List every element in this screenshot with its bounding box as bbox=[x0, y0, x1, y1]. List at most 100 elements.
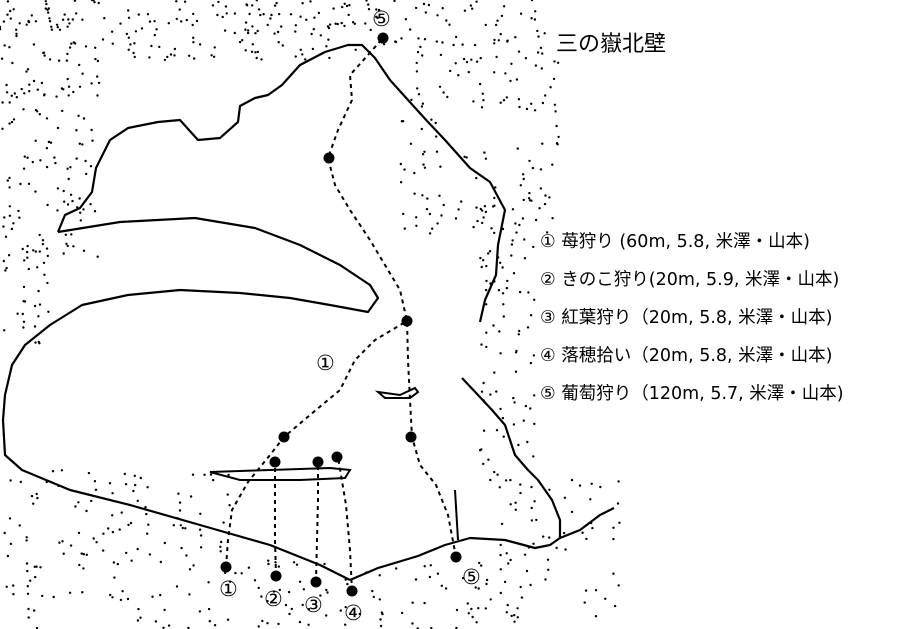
stipple-dot bbox=[234, 571, 237, 575]
stipple-dot bbox=[85, 553, 89, 556]
stipple-dot bbox=[191, 473, 195, 476]
stipple-dot bbox=[277, 622, 280, 626]
stipple-dot bbox=[257, 625, 260, 628]
stipple-dot bbox=[254, 32, 257, 35]
stipple-dot bbox=[328, 23, 332, 26]
stipple-dot bbox=[539, 168, 543, 171]
stipple-dot bbox=[145, 512, 148, 516]
stipple-dot bbox=[34, 139, 37, 142]
stipple-dot bbox=[78, 563, 81, 567]
stipple-dot bbox=[475, 621, 478, 624]
stipple-dot bbox=[15, 96, 18, 99]
belay-point bbox=[270, 570, 282, 582]
stipple-dot bbox=[299, 48, 302, 51]
stipple-dot bbox=[6, 0, 10, 3]
stipple-dot bbox=[151, 595, 154, 598]
stipple-dot bbox=[495, 390, 498, 393]
stipple-dot bbox=[64, 233, 68, 236]
stipple-dot bbox=[69, 166, 72, 169]
stipple-dot bbox=[245, 3, 249, 7]
stipple-dot bbox=[217, 0, 220, 4]
stipple-dot bbox=[462, 57, 466, 61]
stipple-dot bbox=[457, 74, 460, 77]
stipple-dot bbox=[312, 28, 315, 31]
stipple-dot bbox=[541, 142, 544, 145]
stipple-dot bbox=[525, 569, 529, 573]
stipple-dot bbox=[493, 38, 496, 42]
stipple-dot bbox=[267, 559, 270, 562]
stipple-dot bbox=[72, 90, 75, 94]
stipple-dot bbox=[612, 572, 615, 575]
stipple-dot bbox=[247, 29, 250, 32]
stipple-dot bbox=[280, 25, 283, 28]
stipple-dot bbox=[72, 245, 75, 248]
stipple-dot bbox=[475, 206, 478, 209]
stipple-dot bbox=[449, 69, 452, 73]
stipple-dot bbox=[482, 429, 486, 432]
legend-number: ① bbox=[540, 232, 556, 252]
stipple-dot bbox=[127, 16, 131, 19]
stipple-dot bbox=[137, 13, 140, 16]
stipple-dot bbox=[493, 470, 496, 474]
belay-point bbox=[310, 576, 322, 588]
stipple-dot bbox=[343, 2, 346, 5]
belay-point bbox=[377, 32, 389, 44]
stipple-dot bbox=[66, 77, 69, 81]
stipple-dot bbox=[34, 341, 37, 344]
stipple-dot bbox=[301, 2, 304, 5]
stipple-dot bbox=[116, 562, 120, 566]
stipple-dot bbox=[75, 12, 78, 15]
stipple-dot bbox=[422, 2, 426, 6]
stipple-dot bbox=[278, 588, 281, 592]
stipple-dot bbox=[180, 20, 183, 23]
stipple-dot bbox=[536, 29, 539, 33]
stipple-dot bbox=[30, 14, 33, 17]
stipple-dot bbox=[506, 40, 509, 43]
stipple-dot bbox=[415, 224, 418, 227]
stipple-dot bbox=[553, 60, 556, 63]
stipple-dot bbox=[538, 207, 541, 210]
stipple-dot bbox=[532, 542, 535, 545]
stipple-dot bbox=[3, 216, 6, 219]
stipple-dot bbox=[257, 586, 260, 590]
stipple-dot bbox=[35, 492, 38, 496]
stipple-dot bbox=[9, 542, 13, 546]
stipple-dot bbox=[222, 521, 225, 524]
stipple-dot bbox=[27, 182, 31, 186]
stipple-dot bbox=[82, 249, 86, 252]
stipple-dot bbox=[37, 315, 40, 318]
stipple-dot bbox=[509, 558, 512, 562]
legend-item-route-3: ③ 紅葉狩り（20m, 5.8, 米澤・山本) bbox=[540, 304, 900, 342]
stipple-dot bbox=[513, 614, 516, 617]
stipple-dot bbox=[532, 245, 535, 249]
stipple-dot bbox=[65, 59, 69, 62]
route-label-4-start: ④ bbox=[344, 601, 363, 625]
stipple-dot bbox=[509, 79, 512, 83]
stipple-dot bbox=[403, 227, 406, 230]
stipple-dot bbox=[129, 43, 132, 46]
stipple-dot bbox=[484, 607, 487, 610]
stipple-dot bbox=[502, 5, 506, 8]
stipple-dot bbox=[529, 407, 532, 410]
stipple-dot bbox=[530, 0, 534, 2]
stipple-dot bbox=[461, 576, 465, 580]
stipple-dot bbox=[0, 28, 2, 31]
stipple-dot bbox=[399, 181, 403, 184]
stipple-dot bbox=[319, 594, 322, 597]
stipple-dot bbox=[519, 585, 522, 589]
stipple-dot bbox=[465, 60, 469, 64]
stipple-dot bbox=[497, 39, 500, 42]
stipple-dot bbox=[34, 250, 37, 253]
stipple-dot bbox=[34, 20, 38, 23]
stipple-dot bbox=[41, 594, 44, 598]
stipple-dot bbox=[42, 261, 46, 265]
stipple-dot bbox=[22, 285, 26, 289]
stipple-dot bbox=[219, 550, 222, 553]
stipple-dot bbox=[590, 482, 593, 485]
stipple-dot bbox=[317, 11, 321, 15]
stipple-dot bbox=[25, 562, 29, 565]
stipple-dot bbox=[45, 247, 49, 250]
stipple-dot bbox=[123, 472, 127, 476]
wall-outline-upper bbox=[56, 43, 507, 323]
stipple-dot bbox=[511, 239, 514, 242]
